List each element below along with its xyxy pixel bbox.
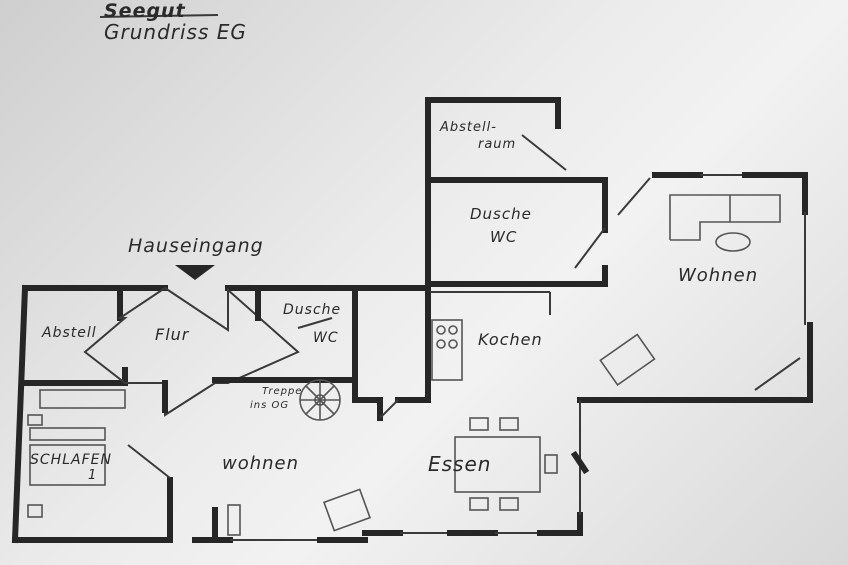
sofa-shape bbox=[669, 194, 781, 241]
kochen-label: Kochen bbox=[478, 330, 543, 349]
schlafen-label: SCHLAFEN bbox=[30, 452, 112, 468]
title-underline bbox=[99, 14, 219, 18]
wohnen-right-label: Wohnen bbox=[678, 265, 759, 286]
dusche-mid-label-2: WC bbox=[313, 330, 339, 346]
wall-left-outer bbox=[11, 284, 29, 544]
wall-abstellraum bbox=[425, 97, 561, 181]
wohnen-cabinet bbox=[227, 504, 241, 536]
wohnen-door-swing bbox=[617, 177, 651, 216]
dining-table bbox=[454, 417, 558, 511]
schlafen-number: 1 bbox=[88, 468, 98, 483]
entrance-label: Hauseingang bbox=[128, 235, 264, 257]
wall-wohnen-top-right bbox=[742, 172, 808, 215]
abstellraum-label-2: raum bbox=[478, 137, 517, 152]
flur-arrow bbox=[83, 286, 300, 417]
dusche-mid-label-1: Dusche bbox=[283, 302, 342, 318]
stove-burner-1 bbox=[436, 325, 446, 335]
stove-burner-2 bbox=[448, 325, 458, 335]
small-hall-door bbox=[379, 399, 399, 419]
armchair-right bbox=[599, 333, 656, 387]
coffee-table bbox=[715, 232, 751, 252]
entrance-arrow bbox=[175, 265, 215, 280]
plan-title: Seegut bbox=[104, 0, 186, 22]
wohnen-bottom-label: wohnen bbox=[222, 453, 300, 474]
wohnen-terrace-door bbox=[754, 357, 801, 391]
wall-small-hall bbox=[357, 397, 383, 421]
stove-burner-4 bbox=[448, 339, 458, 349]
dusche-top-label-1: Dusche bbox=[470, 205, 532, 223]
kitchen-stove bbox=[431, 319, 463, 381]
abstellraum-door-swing bbox=[521, 134, 567, 171]
wall-essen-right-mark bbox=[570, 450, 590, 475]
flur-label: Flur bbox=[155, 325, 190, 344]
wall-bottom-essen-right bbox=[537, 512, 583, 536]
essen-label: Essen bbox=[428, 452, 492, 476]
abstellraum-label-1: Abstell- bbox=[440, 120, 497, 135]
treppe-label-1: Treppe bbox=[262, 386, 303, 397]
stove-burner-3 bbox=[436, 339, 446, 349]
dusche-mid-mark bbox=[297, 317, 333, 329]
schlafen-door-swing bbox=[127, 444, 171, 479]
abstell-left-label: Abstell bbox=[42, 325, 97, 341]
dusche-door-swing bbox=[574, 227, 606, 269]
schlafen-furniture bbox=[27, 389, 126, 518]
treppe-label-2: ins OG bbox=[250, 400, 290, 411]
dusche-top-label-2: WC bbox=[490, 228, 518, 246]
plan-subtitle: Grundriss EG bbox=[104, 20, 247, 44]
wall-dusche-right bbox=[592, 177, 608, 233]
armchair-bottom bbox=[322, 488, 372, 532]
stairs-spiral bbox=[299, 379, 341, 421]
